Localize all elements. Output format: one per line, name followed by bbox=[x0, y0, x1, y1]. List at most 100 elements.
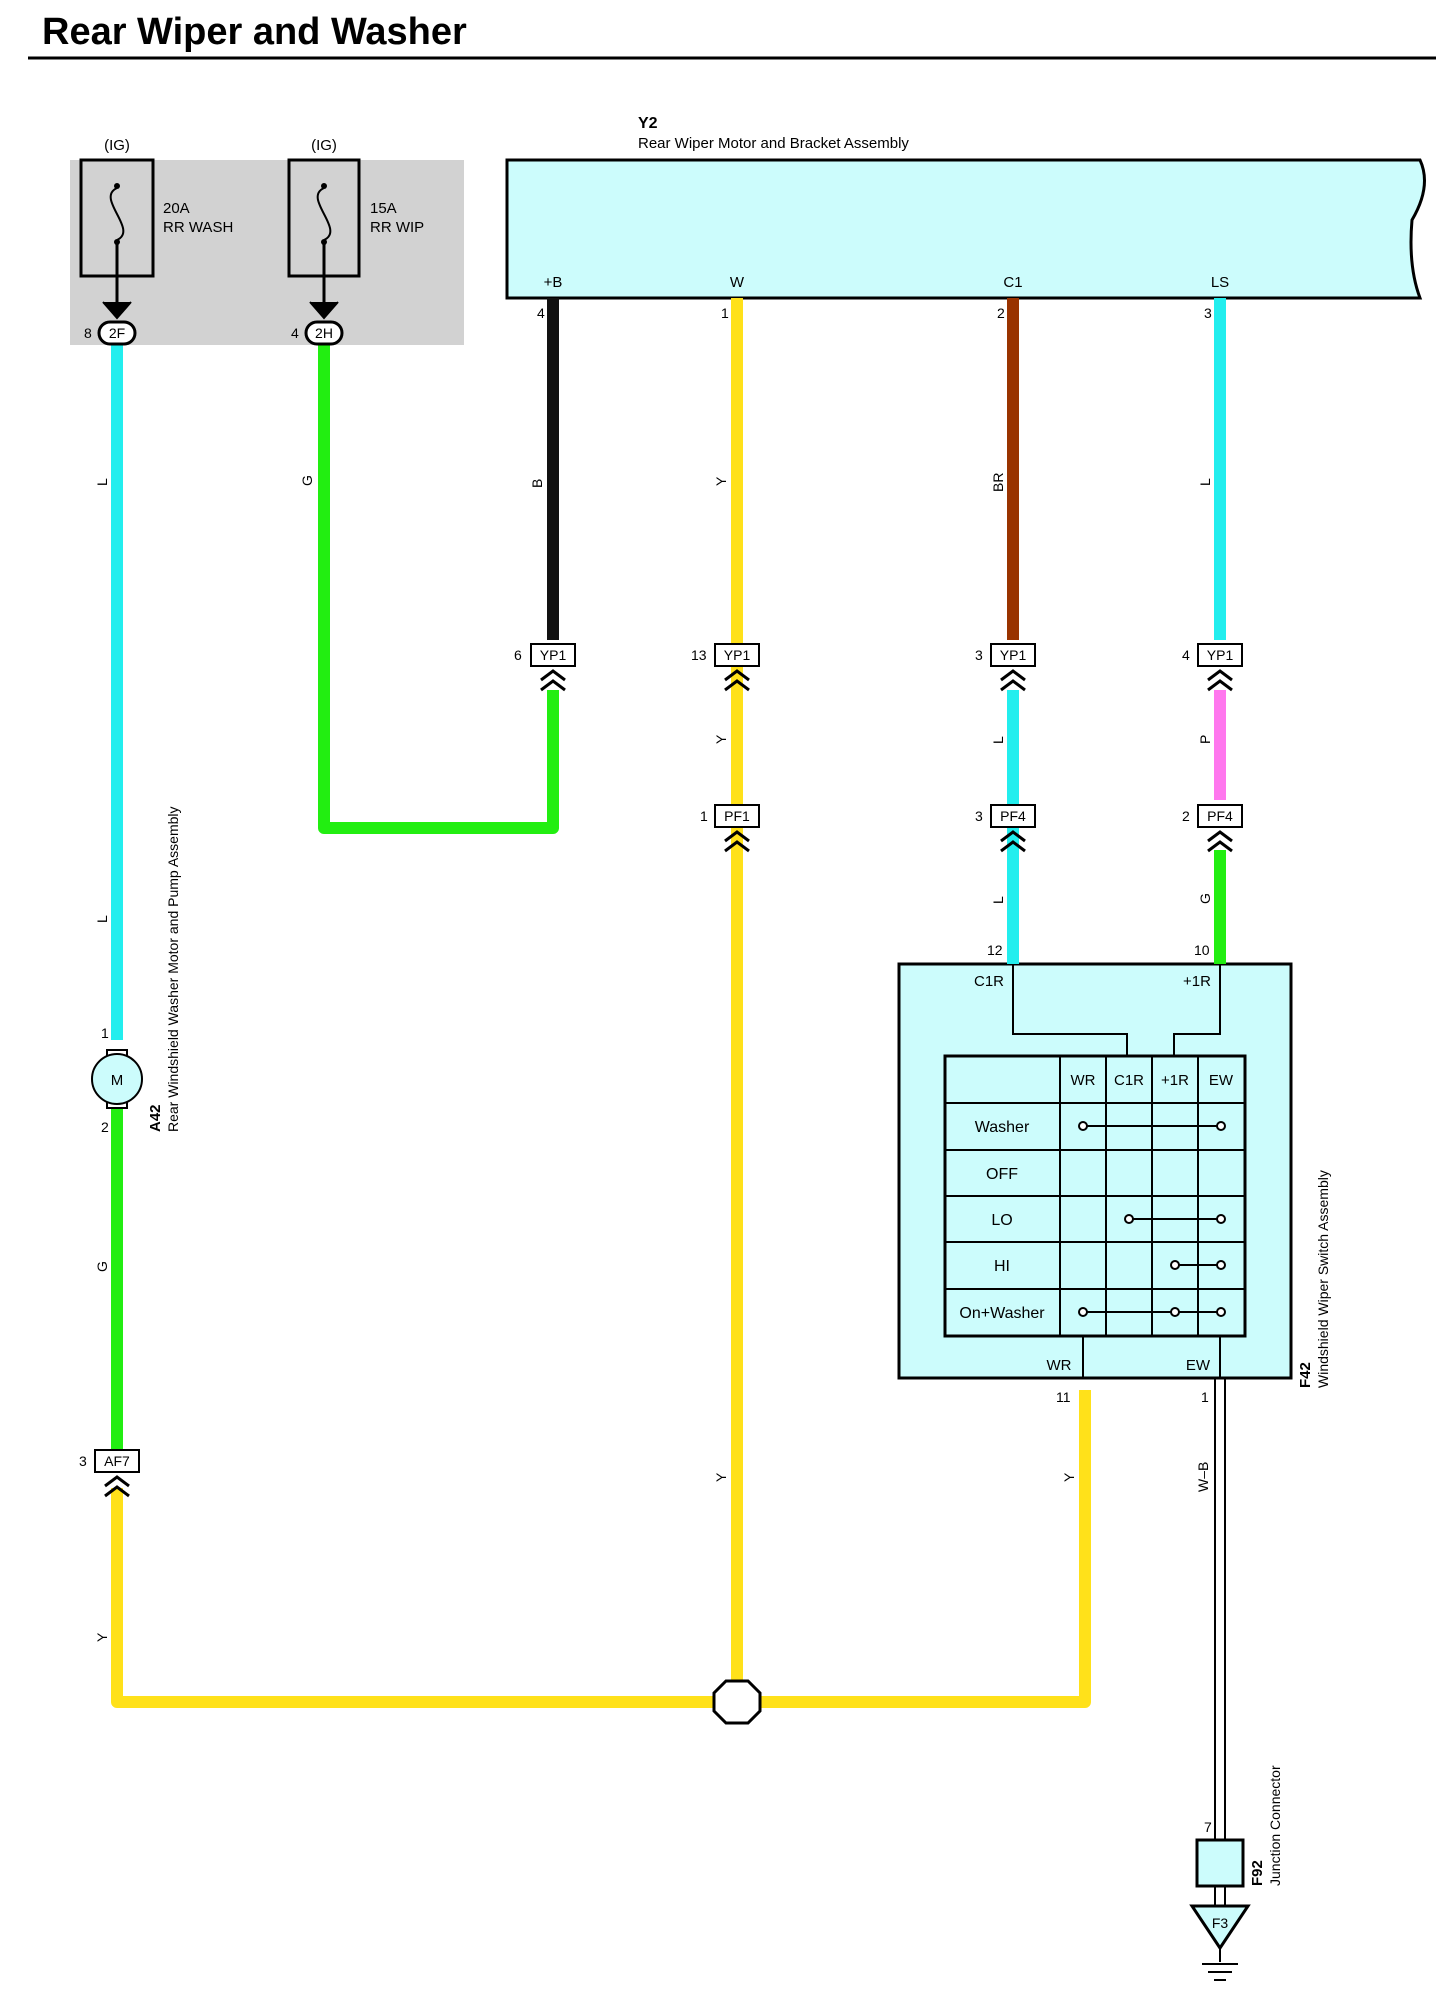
fuse-terminal bbox=[114, 183, 120, 189]
connector-yp1: YP1 6 bbox=[514, 643, 576, 692]
connector-pf1: PF1 1 bbox=[700, 804, 760, 853]
connector-box bbox=[714, 804, 760, 828]
wire-label: L bbox=[94, 478, 110, 486]
fuse-name: RR WIP bbox=[370, 219, 424, 236]
connector-name: YP1 bbox=[1207, 647, 1234, 663]
connector-arrow-icon bbox=[309, 301, 339, 320]
pin-number: 13 bbox=[691, 647, 707, 663]
table-header: EW bbox=[1209, 1072, 1234, 1089]
connector-box bbox=[990, 643, 1036, 667]
terminal-label: WR bbox=[1047, 1357, 1072, 1374]
wire-label: G bbox=[1197, 893, 1213, 904]
continuity-dot bbox=[1216, 1214, 1226, 1224]
connector-yp1: YP1 13 bbox=[691, 643, 760, 692]
wire-label: Y bbox=[1061, 1472, 1077, 1482]
table-row-label: HI bbox=[994, 1258, 1010, 1275]
fuse-element-icon bbox=[316, 187, 332, 241]
pin-number: 4 bbox=[291, 325, 299, 341]
fuse-terminal bbox=[321, 183, 327, 189]
connector-2f: 2F 8 bbox=[84, 301, 137, 346]
pin-number: 2 bbox=[1182, 808, 1190, 824]
component-name: Junction Connector bbox=[1267, 1765, 1283, 1886]
pin-number: 12 bbox=[987, 942, 1003, 958]
connector-chevron-icon bbox=[1207, 669, 1233, 692]
table-row-label: On+Washer bbox=[959, 1305, 1045, 1322]
connector-chevron-icon bbox=[724, 669, 750, 692]
connector-chevron-icon bbox=[1000, 669, 1026, 692]
wire-label: BR bbox=[990, 473, 1006, 492]
motor-symbol: M bbox=[111, 1072, 124, 1089]
pin-number: 4 bbox=[537, 305, 545, 321]
pin-number: 4 bbox=[1182, 647, 1190, 663]
connector-chevron-icon bbox=[1207, 830, 1233, 853]
connector-name: PF4 bbox=[1207, 808, 1233, 824]
pin-number: 1 bbox=[101, 1025, 109, 1041]
wire-label: Y bbox=[713, 476, 729, 486]
terminal-label: +B bbox=[544, 274, 563, 291]
continuity-dot bbox=[1078, 1307, 1088, 1317]
fuse-panel bbox=[70, 160, 464, 345]
pin-number: 3 bbox=[79, 1453, 87, 1469]
component-f42: C1R +1R 12 10 WR EW 11 1 WR C1R +1R EW W… bbox=[943, 942, 1331, 1405]
pin-number: 11 bbox=[1056, 1389, 1071, 1405]
wire-label: Y bbox=[94, 1632, 110, 1642]
wire-label: L bbox=[990, 896, 1006, 904]
connector-chevron-icon bbox=[540, 669, 566, 692]
pin-number: 2 bbox=[101, 1119, 109, 1135]
component-id: A42 bbox=[147, 1104, 164, 1132]
terminal-label: W bbox=[730, 274, 745, 291]
table-header: +1R bbox=[1161, 1072, 1189, 1089]
wire-label: P bbox=[1197, 735, 1213, 744]
wire-label: Y bbox=[713, 734, 729, 744]
terminal-label: +1R bbox=[1183, 973, 1211, 990]
pin-number: 6 bbox=[514, 647, 522, 663]
pin-number: 8 bbox=[84, 325, 92, 341]
pin-number: 1 bbox=[700, 808, 708, 824]
connector-shape bbox=[304, 320, 344, 346]
connector-name: 2F bbox=[109, 325, 125, 341]
wire-label: G bbox=[94, 1261, 110, 1272]
fuse-rr-wip: (IG) 15A RR WIP bbox=[287, 137, 424, 305]
fuse-rating: 20A bbox=[163, 200, 190, 217]
continuity-dot bbox=[1170, 1307, 1180, 1317]
wire-labels: L L G B Y BR L Y L P L G G Y Y Y W–B bbox=[94, 473, 1213, 1642]
connector-pf4: PF4 2 bbox=[1182, 804, 1243, 853]
table-header: C1R bbox=[1114, 1072, 1144, 1089]
connector-af7: AF7 3 bbox=[79, 1449, 140, 1498]
continuity-dot bbox=[1216, 1121, 1226, 1131]
page-title: Rear Wiper and Washer bbox=[42, 11, 467, 53]
connector-name: YP1 bbox=[724, 647, 751, 663]
internal-lead-1r bbox=[1173, 964, 1221, 1056]
terminal-label: C1R bbox=[974, 973, 1004, 990]
component-id: F92 bbox=[1249, 1860, 1266, 1886]
connector-box bbox=[1197, 804, 1243, 828]
connector-box bbox=[1197, 643, 1243, 667]
table-header: WR bbox=[1071, 1072, 1096, 1089]
terminal-label: LS bbox=[1211, 274, 1229, 291]
component-a42: M 1 2 A42 Rear Windshield Washer Motor a… bbox=[91, 807, 181, 1135]
pin-number: 3 bbox=[975, 647, 983, 663]
table-row-label: Washer bbox=[975, 1119, 1030, 1136]
wire-y bbox=[111, 1390, 1091, 1708]
pin-number: 10 bbox=[1194, 942, 1210, 958]
wire-g bbox=[318, 345, 559, 834]
fuse-element-icon bbox=[109, 187, 125, 241]
connector-chevron-icon bbox=[104, 1475, 130, 1498]
pin-number: 7 bbox=[1204, 1819, 1212, 1835]
component-y2: Y2 Rear Wiper Motor and Bracket Assembly… bbox=[505, 115, 1426, 300]
connector-name: 2H bbox=[315, 325, 333, 341]
connector-chevron-icon bbox=[724, 830, 750, 853]
connector-name: YP1 bbox=[540, 647, 567, 663]
pin-number: 2 bbox=[997, 305, 1005, 321]
connector-chevron-icon bbox=[1000, 830, 1026, 853]
connector-box bbox=[714, 643, 760, 667]
component-body bbox=[505, 158, 1426, 300]
fuse-name: RR WASH bbox=[163, 219, 233, 236]
connector-name: YP1 bbox=[1000, 647, 1027, 663]
motor-icon bbox=[91, 1053, 143, 1105]
splice-point bbox=[712, 1679, 762, 1725]
wire-label: W–B bbox=[1195, 1462, 1211, 1492]
connector-arrow-icon bbox=[102, 301, 132, 320]
component-name: Rear Windshield Washer Motor and Pump As… bbox=[165, 807, 181, 1133]
